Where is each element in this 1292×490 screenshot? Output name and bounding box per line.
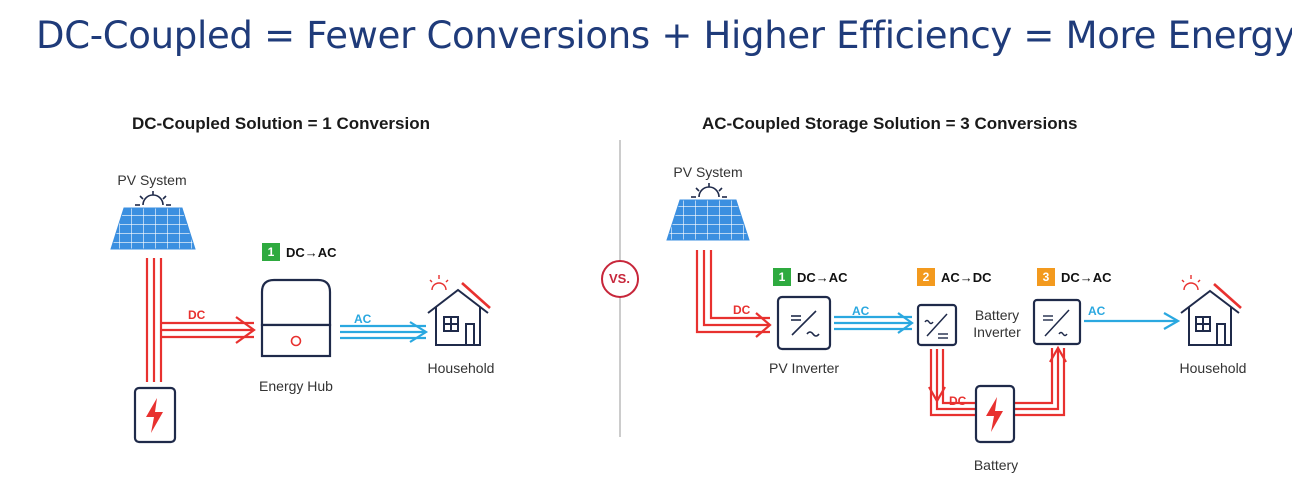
battery-icon-right bbox=[974, 384, 1016, 444]
household-icon-left bbox=[427, 275, 491, 346]
dc-coupled-heading: DC-Coupled Solution = 1 Conversion bbox=[132, 114, 430, 133]
ac-label-left: AC bbox=[354, 312, 372, 326]
step-badge-left-1: 1 DC→AC bbox=[262, 243, 337, 261]
ac-label-right-2: AC bbox=[1088, 304, 1106, 318]
step-text: DC→AC bbox=[286, 244, 337, 260]
dc-label-right-1: DC bbox=[733, 303, 751, 317]
step-number: 2 bbox=[917, 268, 935, 286]
step-text: DC→AC bbox=[1061, 269, 1112, 285]
dc-label-left: DC bbox=[188, 308, 206, 322]
dc-lines-battery-loop bbox=[928, 345, 1067, 417]
step-badge-right-2: 2 AC→DC bbox=[917, 268, 992, 286]
step-number: 1 bbox=[773, 268, 791, 286]
pv-system-label-left: PV System bbox=[117, 172, 187, 188]
household-icon-right bbox=[1180, 275, 1242, 346]
battery-label: Battery bbox=[973, 457, 1019, 473]
dc-lines-left bbox=[145, 258, 256, 382]
step-text: DC→AC bbox=[797, 269, 848, 285]
battery-inverter-label: Battery Inverter bbox=[973, 307, 1021, 340]
step-badge-right-1: 1 DC→AC bbox=[773, 268, 848, 286]
ac-label-right-1: AC bbox=[852, 304, 870, 318]
ac-lines-left bbox=[340, 321, 429, 343]
household-label-left: Household bbox=[427, 360, 495, 376]
step-badge-right-3: 3 DC→AC bbox=[1037, 268, 1112, 286]
household-label-right: Household bbox=[1179, 360, 1247, 376]
vs-label: VS. bbox=[609, 271, 630, 286]
ac-line-right-2 bbox=[1084, 312, 1181, 330]
dc-label-right-2: DC bbox=[949, 394, 967, 408]
pv-panel-icon-right bbox=[666, 183, 750, 241]
ac-lines-right-1 bbox=[834, 312, 914, 334]
step-number: 1 bbox=[262, 243, 280, 261]
vs-circle bbox=[601, 260, 639, 298]
battery-inverter-discharge-icon bbox=[1032, 298, 1082, 346]
page-title: DC-Coupled = Fewer Conversions + Higher … bbox=[36, 14, 1292, 57]
ac-coupled-heading: AC-Coupled Storage Solution = 3 Conversi… bbox=[702, 114, 1078, 133]
pv-panel-icon-left bbox=[110, 191, 196, 250]
step-text: AC→DC bbox=[941, 269, 992, 285]
step-number: 3 bbox=[1037, 268, 1055, 286]
pv-inverter-icon bbox=[776, 295, 832, 351]
dc-lines-right bbox=[695, 250, 772, 338]
pv-inverter-label: PV Inverter bbox=[768, 360, 840, 376]
battery-inverter-charge-icon bbox=[916, 303, 958, 347]
pv-system-label-right: PV System bbox=[673, 164, 743, 180]
energy-hub-label: Energy Hub bbox=[259, 378, 333, 394]
energy-hub-icon bbox=[260, 278, 332, 358]
battery-icon-left bbox=[133, 386, 177, 444]
